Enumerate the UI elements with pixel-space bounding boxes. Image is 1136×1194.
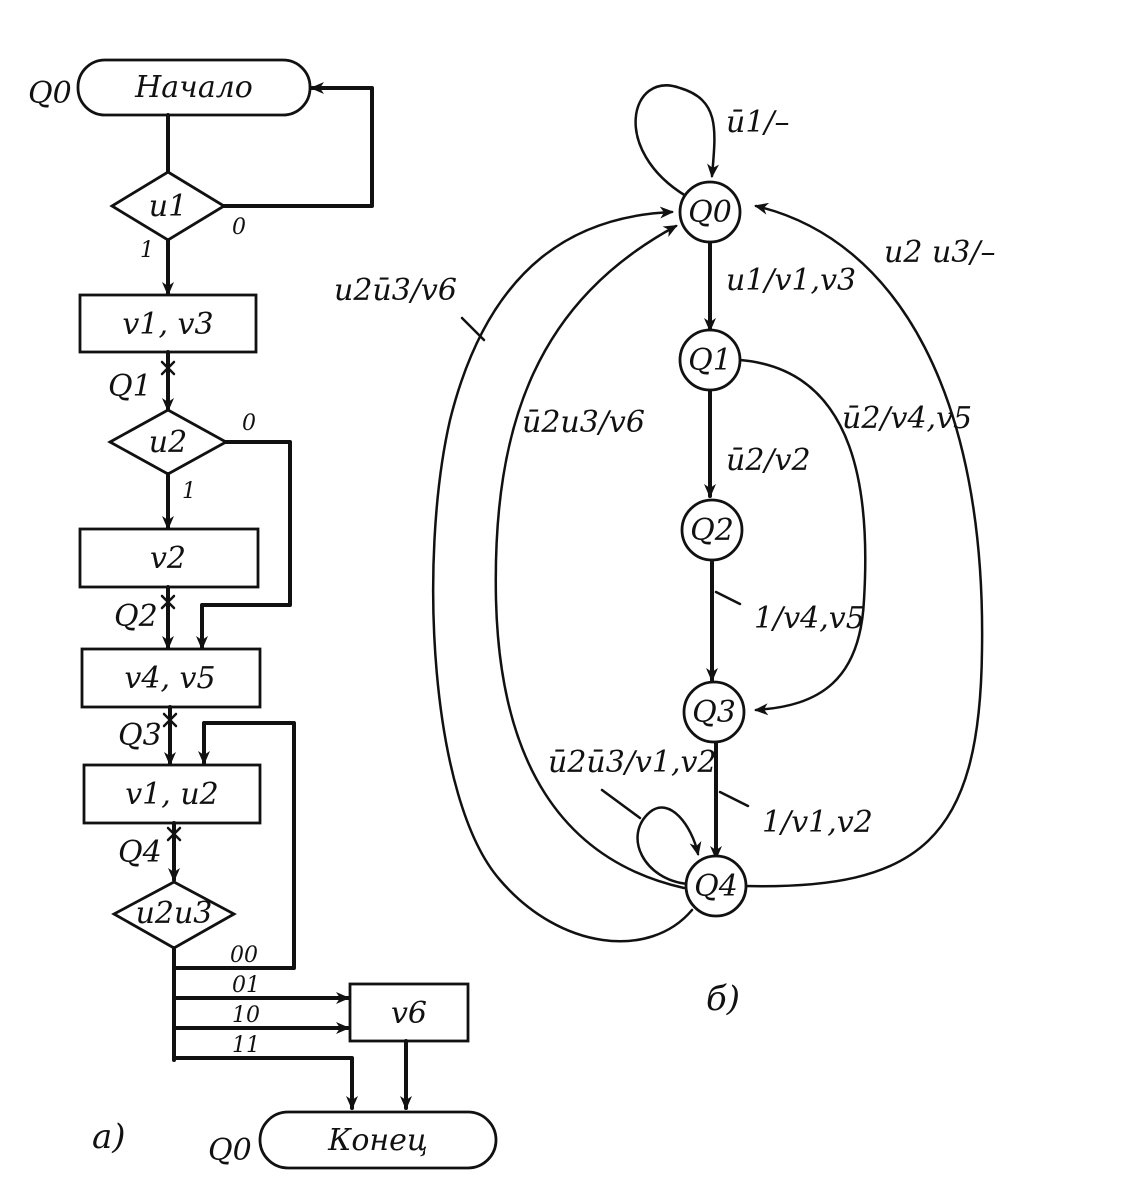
start-label: Начало xyxy=(134,70,253,105)
decision-u2u3-label: u2u3 xyxy=(136,896,213,931)
end-label: Конец xyxy=(327,1123,428,1158)
state-q4: Q4 xyxy=(118,835,162,870)
edge-q2-q3-label: 1/v4,v5 xyxy=(754,601,865,636)
edge-q4-q0-inner-label: ū2u3/v6 xyxy=(522,405,645,440)
u1-zero-loop xyxy=(222,82,374,208)
node-q3 xyxy=(682,680,746,744)
operation-v4-v5 xyxy=(80,647,262,709)
u2-zero-bypass xyxy=(196,440,292,650)
state-q1: Q1 xyxy=(108,369,152,404)
edge-q0-q1-label: u1/v1,v3 xyxy=(726,263,856,298)
edge-q3-q4-label: 1/v1,v2 xyxy=(762,805,873,840)
node-q0 xyxy=(678,180,742,244)
u2-branch-zero: 0 xyxy=(242,411,256,436)
state-q0-top: Q0 xyxy=(28,76,72,111)
state-q2: Q2 xyxy=(114,599,158,634)
edge-q4-q0-outer xyxy=(431,206,694,943)
branch-00-label: 00 xyxy=(230,943,258,968)
operation-v6-label: v6 xyxy=(391,996,427,1031)
state-q0-bottom: Q0 xyxy=(208,1133,252,1168)
state-q3: Q3 xyxy=(118,718,162,753)
node-q0-label: Q0 xyxy=(688,195,732,230)
node-q1 xyxy=(678,328,742,392)
edge-q4-q0-inner xyxy=(494,224,686,890)
edge-q4-loop xyxy=(636,806,702,886)
edge-q0-loop-label: ū1/– xyxy=(726,105,790,140)
edge-q4-q0-right xyxy=(742,202,984,888)
state-graph-caption: б) xyxy=(706,979,740,1019)
branch-00-loop xyxy=(172,721,296,970)
operation-v1-u2-label: v1, u2 xyxy=(125,777,219,812)
edge-q1-q3 xyxy=(738,358,867,716)
u2-branch-one: 1 xyxy=(182,479,196,504)
state-graph: ū1/– u1/v1,v3 ū2/v2 ū2/v4,v5 1/v4,v5 1/v… xyxy=(334,84,995,1019)
node-q2-label: Q2 xyxy=(690,513,734,548)
u1-branch-zero: 0 xyxy=(232,215,246,240)
edge-q0-loop xyxy=(634,84,720,198)
edge-q4-loop-label: ū2ū3/v1,v2 xyxy=(548,745,717,780)
decision-u2-label: u2 xyxy=(149,425,187,460)
branch-01-label: 01 xyxy=(232,973,260,998)
node-q1-label: Q1 xyxy=(688,343,732,378)
operation-v2-label: v2 xyxy=(150,541,186,576)
u1-branch-one: 1 xyxy=(140,238,154,263)
edge-q1-q2-label: ū2/v2 xyxy=(726,443,811,478)
branch-10-label: 10 xyxy=(232,1003,260,1028)
flowchart: Начало Q0 u1 0 1 v1, v3 Q1 u2 0 1 v2 xyxy=(28,58,498,1170)
node-q4-label: Q4 xyxy=(694,869,738,904)
edge-q4-q0-outer-label: u2ū3/v6 xyxy=(334,273,457,308)
edge-q4-q0-right-label: u2 u3/– xyxy=(884,235,995,270)
branch-11-path xyxy=(172,1056,358,1110)
decision-u1-label: u1 xyxy=(149,189,187,224)
flowchart-caption: а) xyxy=(92,1117,126,1157)
node-q4 xyxy=(684,854,748,918)
operation-v1-v3-label: v1, v3 xyxy=(122,307,213,342)
node-q2 xyxy=(680,498,744,562)
branch-11-label: 11 xyxy=(232,1033,260,1058)
operation-v6 xyxy=(348,982,470,1043)
node-q3-label: Q3 xyxy=(692,695,736,730)
operation-v4-v5-label: v4, v5 xyxy=(124,661,215,696)
end-terminator xyxy=(258,1110,498,1170)
